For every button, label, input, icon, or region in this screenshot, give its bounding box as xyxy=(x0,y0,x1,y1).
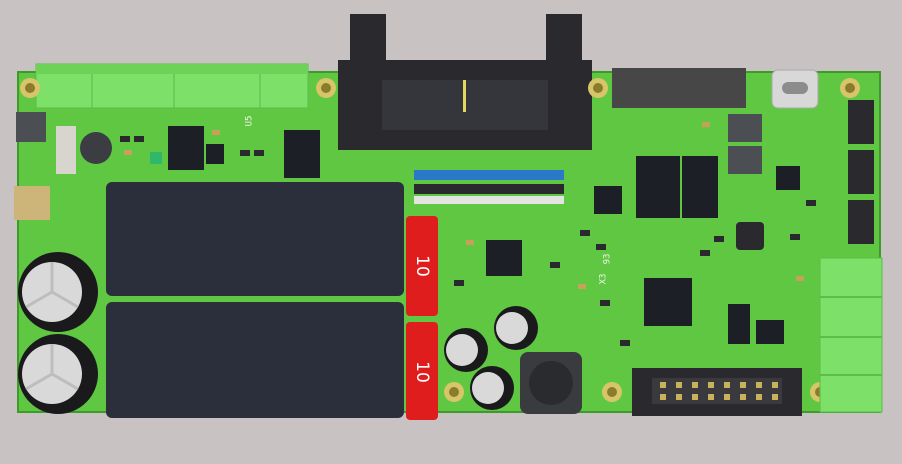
capacitor-small-group xyxy=(444,306,538,410)
silkscreen-u5: U5 xyxy=(244,115,255,127)
fuse-top-label: 10 xyxy=(412,255,432,277)
fuse-top xyxy=(406,216,438,316)
ic-soic xyxy=(284,130,320,178)
fuse-bottom xyxy=(406,322,438,420)
led-array xyxy=(414,170,564,204)
crystal xyxy=(14,186,50,220)
side-connector-2 xyxy=(848,150,874,194)
capacitor-large-1 xyxy=(18,252,98,332)
capacitor-large-2 xyxy=(18,334,98,414)
fuse-holder xyxy=(56,126,76,174)
inductor-round xyxy=(80,132,112,164)
idc-box-header-icon xyxy=(338,14,592,150)
relay-top xyxy=(106,182,404,296)
connector-top-2 xyxy=(686,68,746,108)
silkscreen-x3: X3 xyxy=(598,273,609,285)
usb-c-connector-icon xyxy=(771,69,819,109)
connector-top-1 xyxy=(612,68,686,108)
mosfet-array-right xyxy=(682,156,718,218)
ic-qfn-1 xyxy=(486,240,522,276)
terminal-blocks-top xyxy=(35,63,309,109)
inductor-small xyxy=(16,112,46,142)
ic-u5 xyxy=(168,126,204,170)
relay-bottom xyxy=(106,302,404,418)
side-connector-3 xyxy=(848,200,874,244)
fuse-bottom-label: 10 xyxy=(412,361,432,383)
ic-mcu xyxy=(644,278,692,326)
mosfet-array-left xyxy=(636,156,680,218)
side-connector-1 xyxy=(848,100,874,144)
silkscreen-93: 93 xyxy=(602,253,613,265)
terminal-block-right xyxy=(819,257,883,413)
